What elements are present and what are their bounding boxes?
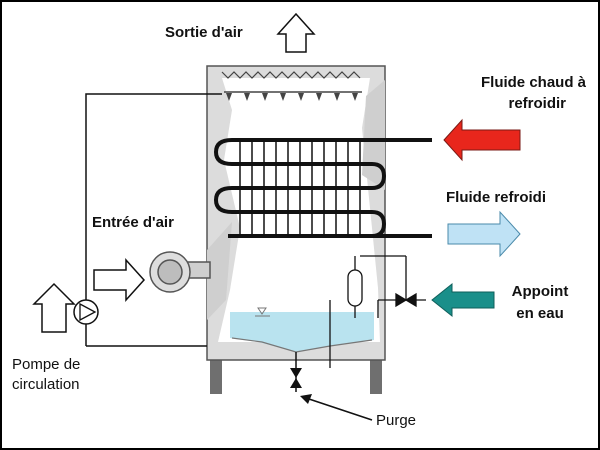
makeup-water-system [347,255,426,318]
drift-eliminator [221,71,361,79]
spray-nozzles [226,93,358,101]
fan [149,251,211,293]
supply-pipe [85,93,222,346]
label-entree-air: Entrée d'air [92,214,174,231]
label-fluide-chaud-2: refroidir [508,95,566,112]
tower-leg-left [210,358,222,394]
label-purge: Purge [376,412,417,429]
air-outlet-arrow [276,12,316,53]
cooled-fluid-arrow [447,210,521,258]
purge-valve-bottom [290,378,302,388]
water-basin [230,312,374,352]
makeup-water-arrow [431,282,495,318]
purge-pointer [305,397,373,421]
purge-valve-top [290,368,302,378]
air-inlet-arrow [93,258,146,302]
circulation-arrow [32,282,76,333]
heat-exchanger-coil [213,138,432,238]
label-pompe-2: circulation [12,376,80,393]
label-fluide-refroidi: Fluide refroidi [446,189,547,206]
label-sortie-air: Sortie d'air [165,24,243,41]
label-appoint-2: en eau [516,305,564,322]
label-fluide-chaud-1: Fluide chaud à [480,74,586,91]
level-marker [257,307,267,315]
tower-leg-right [370,358,382,394]
label-pompe-1: Pompe de [12,356,81,373]
hot-fluid-arrow [443,118,521,162]
coil-fins [239,140,361,236]
left-baffle [207,222,232,320]
label-appoint-1: Appoint [511,283,569,300]
